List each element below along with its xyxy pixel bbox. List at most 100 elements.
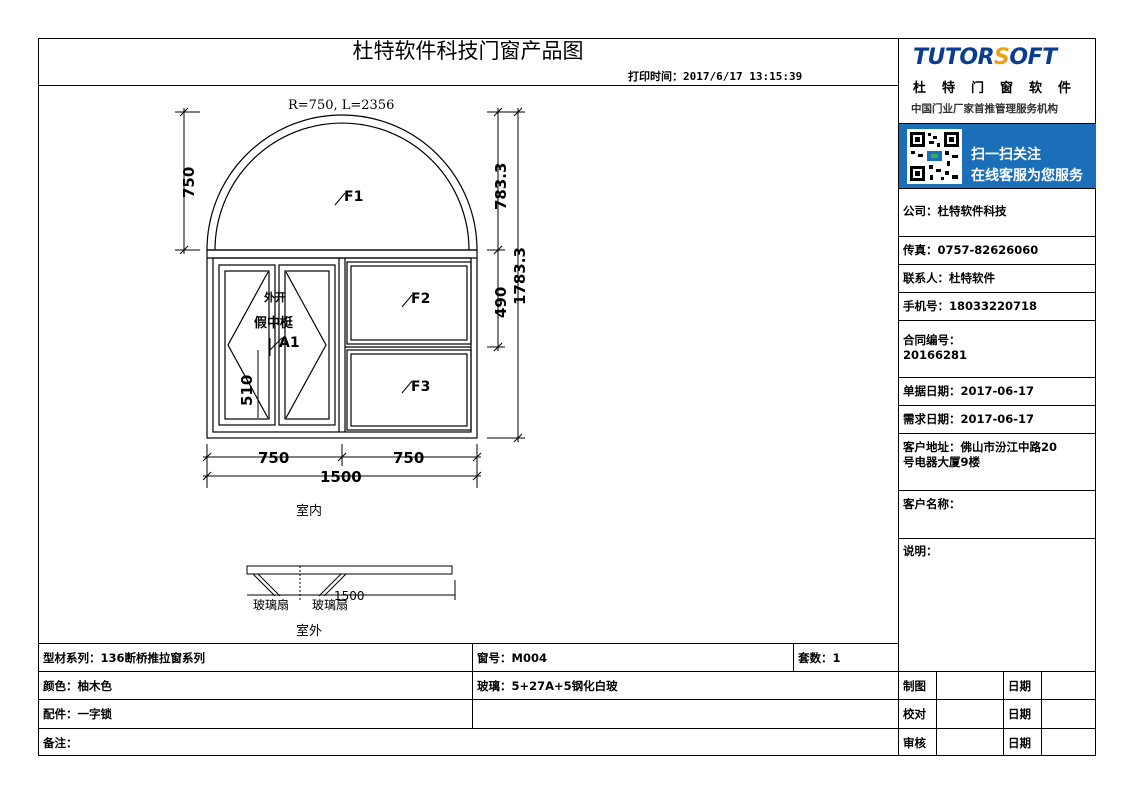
pane-f2 xyxy=(346,261,472,345)
info-customer: 客户名称： xyxy=(903,497,961,511)
sign-col-2 xyxy=(1003,671,1004,756)
info-row-docdate-top xyxy=(898,377,1096,378)
bottom-row-3 xyxy=(38,728,1096,729)
sign-review-label: 审核 xyxy=(903,736,926,750)
info-remark: 说明： xyxy=(903,544,938,558)
leader-a1 xyxy=(269,337,283,351)
bottom-row-2 xyxy=(38,699,1096,700)
brand-cn-name: 杜特门窗软件 xyxy=(913,81,1088,96)
dim-bottom-tick-3 xyxy=(472,452,482,462)
dim-w-total: 1500 xyxy=(320,468,362,486)
info-fax: 传真：0757-82626060 xyxy=(903,243,1039,257)
plan-glass-left: 玻璃扇 xyxy=(253,597,289,612)
arc-label: R=750, L=2356 xyxy=(288,98,394,113)
info-company: 公司：杜特软件科技 xyxy=(903,204,1007,218)
dim-sash: 510 xyxy=(238,375,256,406)
info-row-mobile-top xyxy=(898,292,1096,293)
leader-f3 xyxy=(401,380,413,394)
plan-dim: 1500 xyxy=(334,589,365,603)
plan-frame xyxy=(246,565,453,575)
plan-glass-l1 xyxy=(252,573,276,597)
dim-w-right: 750 xyxy=(393,449,424,467)
pane-f3-inner xyxy=(350,353,468,427)
info-address-l2: 号电器大厦9楼 xyxy=(903,455,981,469)
note: 备注： xyxy=(43,736,78,750)
glass-spec: 玻璃：5+27A+5钢化白玻 xyxy=(477,679,618,693)
main-frame xyxy=(206,249,478,439)
date-label-3: 日期 xyxy=(1008,736,1031,750)
dim-right-mid: 490 xyxy=(492,287,510,318)
info-row-address-top xyxy=(898,433,1096,434)
label-f1: F1 xyxy=(344,189,363,205)
qr-banner: 扫一扫关注 在线客服为您服务 xyxy=(899,124,1096,188)
dim-right-tick-3 xyxy=(493,342,503,352)
profile-series: 型材系列：136断桥推拉窗系列 xyxy=(43,651,206,665)
logo-divider xyxy=(898,123,1096,124)
arch-inner xyxy=(214,122,470,251)
sign-draw-label: 制图 xyxy=(903,679,926,693)
dim-left-tick-top xyxy=(179,107,189,117)
right-column-divider xyxy=(898,38,899,756)
sash-right-opening xyxy=(285,271,327,419)
print-time: 打印时间：2017/6/17 13:15:39 xyxy=(628,70,803,83)
dim-right-tick-1 xyxy=(493,107,503,117)
info-contract-no: 20166281 xyxy=(903,348,968,362)
label-fake-mullion: 假中梃 xyxy=(254,315,293,331)
info-row-company-top xyxy=(898,188,1096,189)
label-out-open: 外开 xyxy=(263,290,286,304)
plan-glass-r1 xyxy=(323,573,347,597)
dim-right-top: 783.3 xyxy=(492,163,510,210)
brand-part-s: S xyxy=(994,45,1010,70)
label-f2: F2 xyxy=(411,291,430,307)
info-row-remark-top xyxy=(898,538,1096,539)
bottom-table-top xyxy=(38,643,898,644)
dim-right-tick-5 xyxy=(513,433,523,443)
brand-wordmark: TUTORSOFT xyxy=(913,45,1057,70)
accessory: 配件：一字锁 xyxy=(43,707,112,721)
dim-bottom-tick-1 xyxy=(202,452,212,462)
brand-logo: TUTORSOFT 杜特门窗软件 中国门业厂家首推管理服务机构 xyxy=(899,39,1096,123)
info-row-customer-top xyxy=(898,490,1096,491)
info-row-needdate-top xyxy=(898,405,1096,406)
pane-f2-inner xyxy=(350,265,468,341)
label-a1: A1 xyxy=(279,335,300,351)
label-outdoor: 室外 xyxy=(296,623,322,639)
sash-right xyxy=(278,264,336,426)
color: 颜色：柚木色 xyxy=(43,679,112,693)
dim-right-total: 1783.3 xyxy=(511,247,529,305)
dim-arch-height: 750 xyxy=(180,167,198,198)
info-contact: 联系人：杜特软件 xyxy=(903,271,995,285)
plan-glass-r2 xyxy=(318,573,342,597)
info-doc-date: 单据日期：2017-06-17 xyxy=(903,384,1035,398)
dim-bottom-tick-4 xyxy=(202,471,212,481)
sash-left-glass xyxy=(224,270,270,420)
set-count: 套数：1 xyxy=(798,651,841,665)
window-number: 窗号：M004 xyxy=(477,651,547,665)
sign-col-3 xyxy=(1041,671,1042,756)
arch-outer xyxy=(206,114,478,251)
drawing-frame xyxy=(38,38,1096,756)
info-need-date: 需求日期：2017-06-17 xyxy=(903,412,1035,426)
page-title: 杜特软件科技门窗产品图 xyxy=(352,39,584,63)
brand-subtitle: 中国门业厂家首推管理服务机构 xyxy=(911,103,1058,115)
date-label-1: 日期 xyxy=(1008,679,1031,693)
date-label-2: 日期 xyxy=(1008,707,1031,721)
info-row-fax-top xyxy=(898,236,1096,237)
brand-part-b: OFT xyxy=(1009,45,1057,70)
info-contract-label: 合同编号： xyxy=(903,333,961,347)
window-drawing: R=750, L=2356 F1 F2 F3 A1 外开 假中梃 750 750… xyxy=(175,98,529,639)
plan-glass-right: 玻璃扇 xyxy=(312,597,348,612)
brand-part-a: TUTOR xyxy=(913,45,995,70)
info-address-l1: 客户地址：佛山市汾江中路20 xyxy=(903,440,1058,454)
dim-right-tick-2 xyxy=(493,245,503,255)
pane-f3 xyxy=(346,349,472,431)
info-row-contact-top xyxy=(898,264,1096,265)
qr-line-2: 在线客服为您服务 xyxy=(971,168,1083,184)
qr-code-icon xyxy=(907,129,962,184)
bottom-row-1 xyxy=(38,671,1096,672)
info-mobile: 手机号：18033220718 xyxy=(903,299,1038,313)
dim-left-tick-bottom xyxy=(179,245,189,255)
dim-bottom-tick-2 xyxy=(337,452,347,462)
bottom-col-2 xyxy=(793,643,794,671)
bottom-col-1 xyxy=(472,643,473,728)
